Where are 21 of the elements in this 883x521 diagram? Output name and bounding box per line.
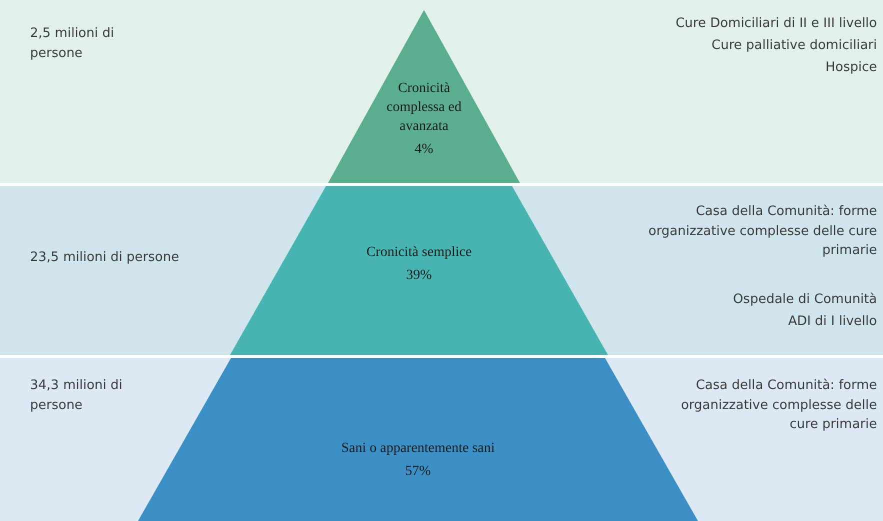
service-list: Cure palliative domiciliari — [600, 36, 877, 56]
population-label: 2,5 milioni di persone — [30, 25, 116, 62]
band-background — [0, 358, 883, 521]
pyramid-tier — [230, 186, 608, 355]
population-label: 34,3 milioni di persone — [30, 377, 124, 414]
service-list: ADI di I livello — [645, 312, 877, 332]
tier-title: Sani o apparentemente sani — [341, 440, 495, 458]
tier-title: Cronicità semplice — [366, 244, 472, 262]
percentage-label: 39% — [406, 266, 432, 285]
percentage-label: 4% — [414, 140, 434, 159]
service-list: Ospedale di Comunità — [645, 290, 877, 310]
population-label: 23,5 milioni di persone — [30, 249, 180, 267]
band-background — [0, 0, 883, 183]
pyramid-tier — [328, 10, 520, 183]
tier-title: Cronicità complessa ed avanzata — [385, 80, 463, 136]
service-list: Casa della Comunità: forme organizzative complesse delle cure primarie — [675, 376, 877, 434]
percentage-label: 57% — [405, 462, 431, 481]
service-list: Casa della Comunità: forme organizzative complesse delle cure primarie — [645, 202, 877, 260]
band-background — [0, 186, 883, 355]
service-list: Cure Domiciliari di II e III livello — [600, 14, 877, 34]
service-list: Hospice — [600, 58, 877, 78]
